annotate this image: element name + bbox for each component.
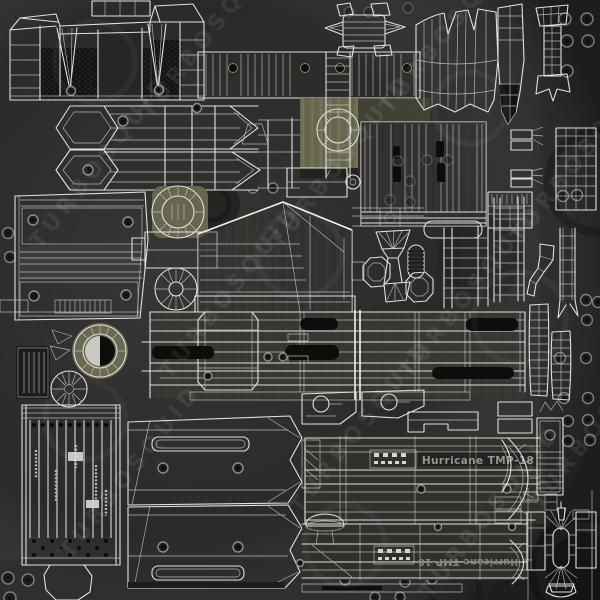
uv-island-heatsink-ribs (286, 167, 361, 198)
uv-island-spoke-wheel (154, 267, 198, 311)
uv-island-parts-boxes-right (510, 126, 544, 188)
uv-island-receiver-panel (352, 121, 487, 239)
magazine-dot-rows (31, 422, 109, 557)
uv-island-flag-chevrons (49, 329, 73, 361)
uv-island-left-body-panel (14, 191, 149, 321)
uv-island-ibeam-column (535, 4, 571, 102)
uv-island-spool-dome (305, 513, 353, 578)
spec-text-block-mirrored (378, 549, 410, 560)
uv-island-ladder-1 (443, 225, 489, 309)
uv-island-mag-base-octagon (43, 564, 93, 600)
uv-island-step-bar (407, 411, 479, 433)
uv-island-segmented-dial (151, 185, 208, 239)
spec-text-block (374, 453, 406, 464)
uv-island-end-cap-boxes (494, 401, 533, 536)
uv-island-top-plank (197, 51, 430, 179)
engraving-text-lower-mirrored: Hurricane TMP-18 (418, 556, 519, 567)
uv-island-magazine-grid (21, 404, 121, 600)
uv-island-sight-bracket (324, 2, 406, 58)
receiver-vertical-wires (364, 124, 483, 212)
uv-island-handguard-top (127, 415, 303, 506)
uv-island-receiver-tube-lower: Hurricane TMP-18 (295, 513, 532, 593)
uv-island-tall-ladder (557, 227, 579, 319)
uv-island-mesh-tube-2 (539, 330, 572, 413)
uv-island-knob-plate-1 (301, 391, 357, 425)
uv-island-hex-rails (55, 102, 300, 191)
uv-island-drape-panel (415, 8, 499, 113)
uv-island-curtain-strip (497, 3, 525, 125)
uv-island-crescent-cap-2 (509, 539, 532, 585)
plank-stripes (205, 54, 415, 96)
uv-island-bent-arm (526, 243, 555, 297)
uv-island-right-ladder-grid (555, 127, 597, 211)
uv-island-octagon-ring-1 (351, 256, 391, 288)
watermark-circles (42, 19, 569, 588)
uv-island-handguard-bottom (127, 504, 303, 589)
uv-island-ladder-2 (493, 196, 525, 303)
uv-island-stock-panel (9, 0, 205, 101)
uv-island-lamp-fan (523, 488, 597, 600)
uv-island-ribbed-pod (407, 244, 425, 279)
uv-island-mesh-tube-1 (528, 303, 550, 397)
uv-island-grid-comb (487, 191, 533, 229)
uv-island-wedge-shroud (194, 201, 356, 313)
engraving-mirrored-wrap: Hurricane TMP-18 (418, 556, 519, 567)
uv-island-striped-cartridge (16, 346, 50, 399)
uv-island-dial-halfmoon (72, 323, 128, 379)
uv-island-top-tab (91, 0, 151, 17)
engraving-text-upper: Hurricane TMP-18 (422, 455, 534, 467)
uv-island-grip-column (316, 51, 360, 179)
uv-island-rail-stack (141, 310, 526, 401)
uv-island-rail-ends (0, 299, 112, 314)
uv-island-ribbed-frame (536, 417, 564, 496)
fan-spokes (544, 507, 578, 590)
uv-island-starburst-wheel (50, 370, 88, 408)
